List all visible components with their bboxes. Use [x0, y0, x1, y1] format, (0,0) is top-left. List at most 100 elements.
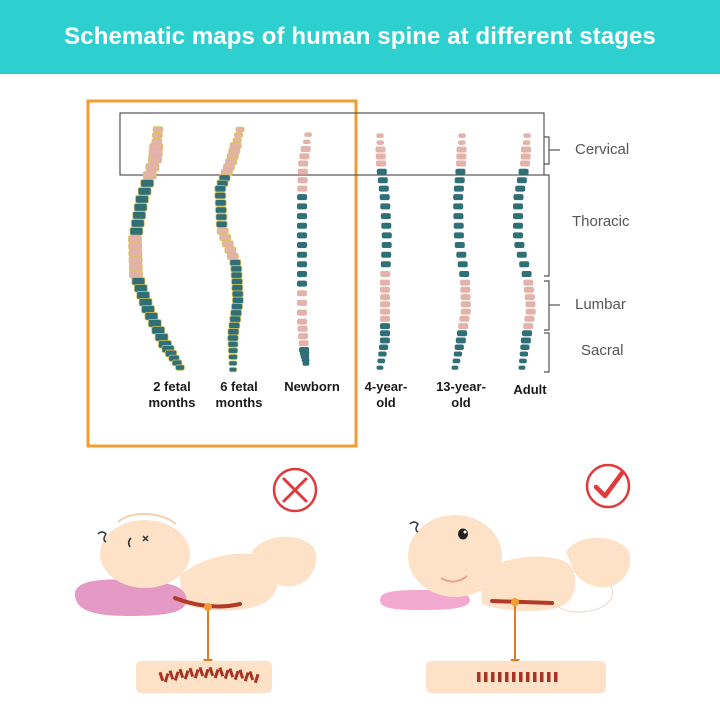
vertebra [133, 203, 148, 212]
vertebra [297, 299, 307, 306]
right-vertebra [519, 672, 523, 682]
vertebra [133, 284, 148, 293]
wrong-vertebra [183, 670, 190, 680]
vertebra [144, 312, 159, 321]
vertebra [380, 301, 390, 308]
vertebra [129, 227, 144, 236]
straight-spine [490, 599, 554, 605]
vertebra [147, 319, 162, 328]
region-label-lumbar: Lumbar [575, 296, 626, 313]
spine-newborn [297, 132, 312, 366]
region-label-sacral: Sacral [581, 342, 624, 359]
vertebra [297, 168, 308, 175]
vertebra [521, 271, 532, 277]
vertebra [453, 194, 464, 201]
vertebra [381, 242, 392, 248]
vertebra [520, 337, 531, 344]
wrong-vertebra [253, 673, 260, 684]
pillow-high [75, 579, 187, 616]
right-spine-result [426, 661, 606, 693]
vertebra [233, 132, 244, 138]
vertebra [513, 194, 524, 201]
vertebra [300, 146, 311, 152]
vertebra [375, 146, 386, 153]
vertebra [135, 195, 149, 204]
vertebra [130, 219, 145, 228]
baby-body-right [480, 556, 576, 612]
right-vertebra [498, 672, 502, 682]
vertebra [376, 140, 384, 145]
vertebra [298, 160, 309, 167]
vertebra [128, 235, 142, 244]
vertebra [456, 146, 467, 153]
vertebra [515, 185, 526, 192]
vertebra [297, 177, 308, 184]
wrong-vertebra [228, 668, 235, 678]
vertebra [459, 271, 470, 277]
vertebra [520, 344, 530, 350]
vertebra [380, 203, 391, 210]
title-banner: Schematic maps of human spine at differe… [0, 0, 720, 74]
vertebra [519, 261, 530, 268]
vertebra [523, 133, 531, 138]
vertebra [380, 279, 390, 286]
vertebra [519, 358, 527, 364]
vertebra [523, 323, 534, 330]
right-vertebra [526, 672, 530, 682]
vertebra [148, 155, 162, 164]
cervical-region-box [119, 112, 545, 176]
wrong-x-icon [272, 467, 318, 513]
vertebra [524, 315, 535, 322]
vertebra [457, 330, 467, 337]
vertebra [128, 249, 143, 258]
vertebra [513, 213, 523, 220]
spine-6-fetal-months [214, 126, 245, 373]
vertebra [453, 351, 463, 357]
vertebra [513, 222, 523, 229]
stage-label-4-year-old: 4-year-old [365, 379, 408, 410]
vertebra [129, 270, 143, 279]
vertebra [302, 361, 310, 366]
vertebra [376, 365, 384, 370]
vertebra [297, 325, 308, 332]
wrong-vertebra [248, 670, 255, 681]
right-vertebra [554, 672, 558, 682]
vertebra [297, 232, 307, 239]
vertebra [214, 199, 227, 207]
region-label-thoracic: Thoracic [572, 213, 630, 230]
vertebra [381, 232, 392, 239]
vertebra [226, 252, 239, 260]
vertebra [380, 330, 390, 337]
vertebra [297, 242, 307, 248]
vertebra [297, 261, 307, 268]
vertebra [457, 261, 468, 268]
vertebra [227, 347, 239, 354]
vertebra [376, 133, 384, 138]
vertebra [516, 177, 527, 184]
vertebra [525, 308, 536, 315]
vertebra [303, 139, 311, 145]
vertebra [297, 213, 307, 220]
vertebra [525, 301, 536, 308]
vertebra [230, 271, 243, 279]
wrong-vertebra [203, 668, 210, 679]
vertebra [227, 328, 240, 336]
vertebra [227, 340, 239, 348]
vertebra [297, 280, 307, 287]
vertebra [128, 242, 143, 251]
vertebra [516, 251, 527, 258]
vertebra [381, 251, 392, 258]
wrong-vertebra [163, 672, 170, 683]
vertebra [380, 308, 390, 315]
vertebra [452, 358, 461, 364]
vertebra [453, 232, 464, 239]
vertebra [380, 271, 391, 277]
vertebra [137, 187, 152, 196]
vertebra [231, 296, 244, 304]
wrong-vertebra [208, 666, 215, 677]
vertebra [518, 168, 529, 175]
spine-adult [513, 133, 536, 370]
vertebra [454, 177, 465, 184]
vertebra [523, 279, 534, 286]
